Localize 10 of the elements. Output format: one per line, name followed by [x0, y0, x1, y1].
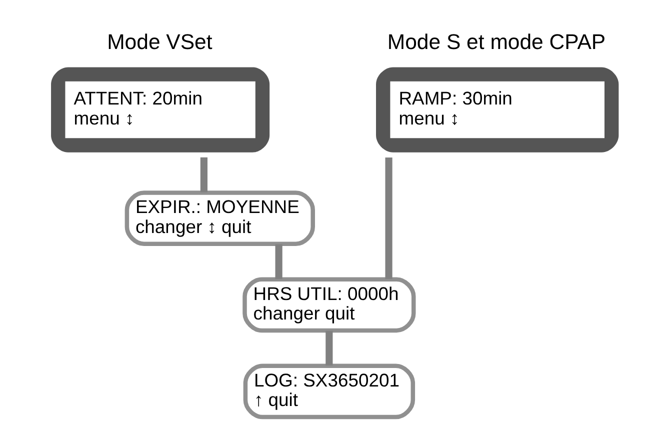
node-box: EXPIR.: MOYENNE changer ↕ quit — [124, 190, 314, 246]
connector — [384, 157, 392, 279]
connector — [200, 157, 207, 192]
node-box: HRS UTIL: 0000h changer quit — [242, 277, 416, 333]
connector — [325, 330, 332, 366]
node-box: RAMP: 30min menu ↕ — [376, 67, 618, 152]
node-label: Mode VSet — [106, 30, 212, 54]
node-box: LOG: SX3650201 ↑ quit — [242, 364, 415, 420]
node-box: ATTENT: 20min menu ↕ — [50, 67, 270, 152]
node-label: Mode S et mode CPAP — [386, 30, 606, 54]
